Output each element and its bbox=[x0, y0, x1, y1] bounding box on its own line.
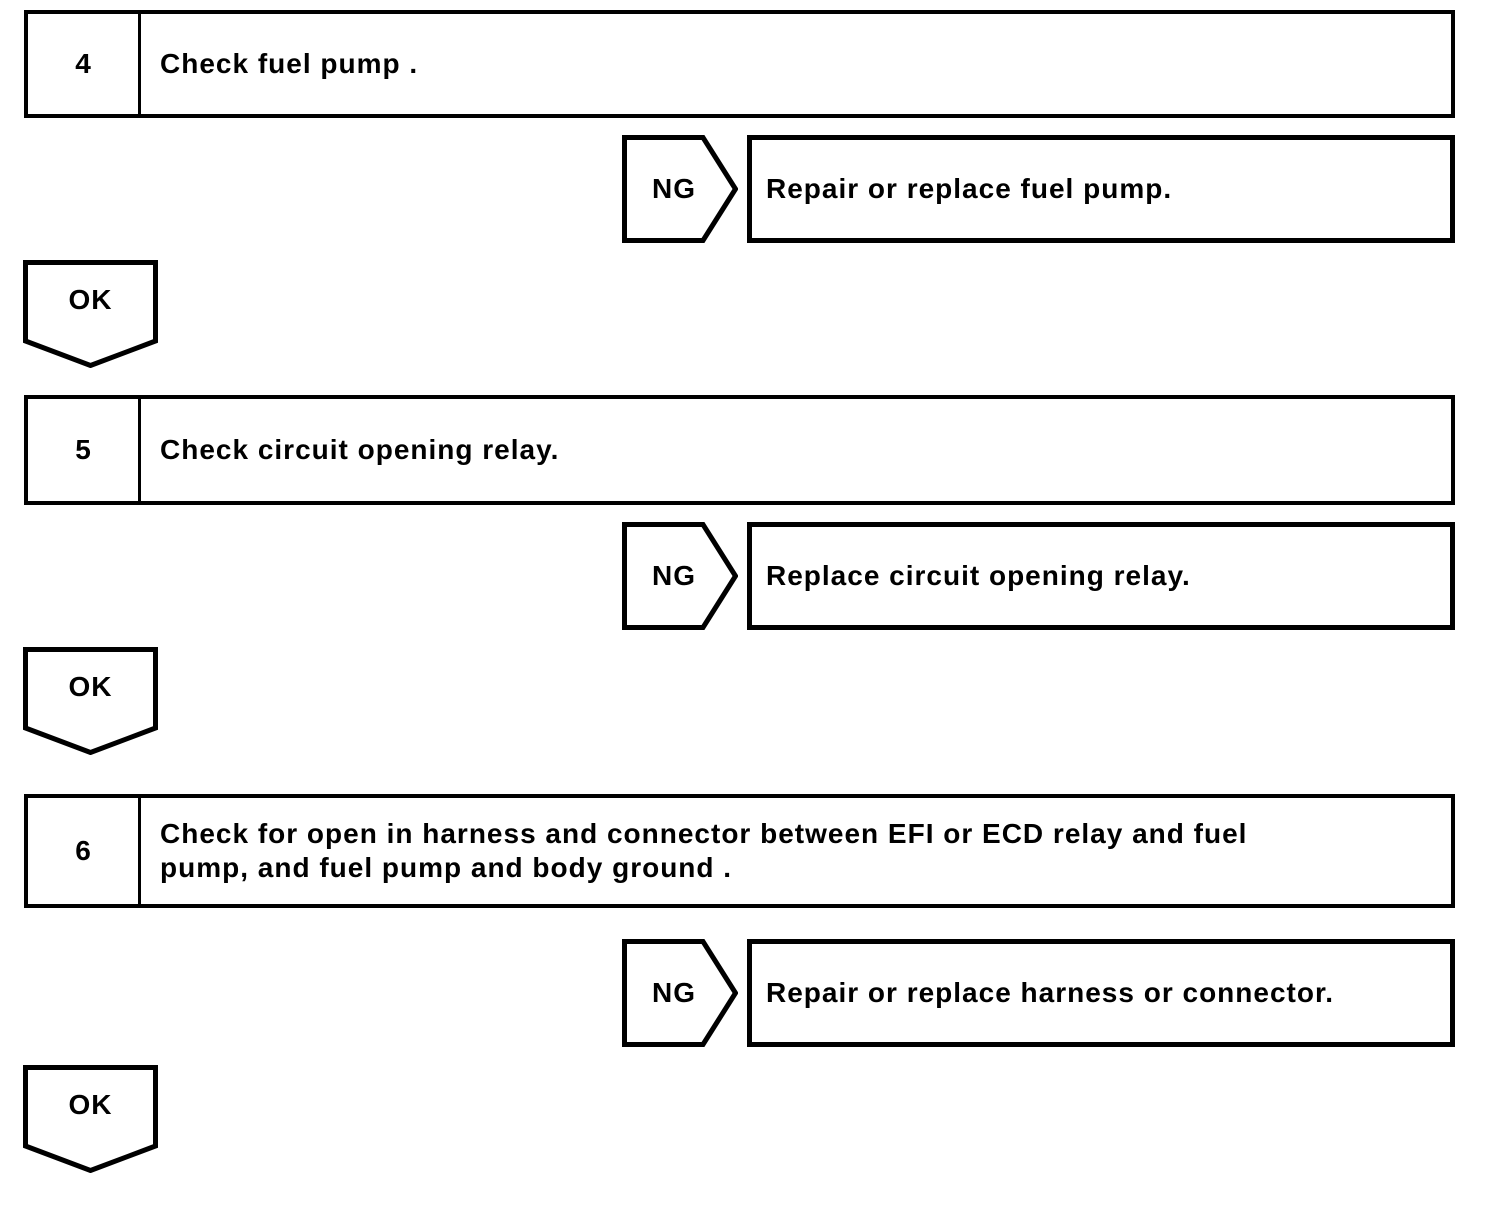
ok-pentagon: OK bbox=[23, 647, 158, 755]
step-box-4: 4 Check fuel pump . bbox=[24, 10, 1455, 118]
ok-pentagon: OK bbox=[23, 1065, 158, 1173]
ng-result-text: Repair or replace harness or connector. bbox=[766, 977, 1335, 1008]
step-number-cell: 4 bbox=[28, 14, 141, 114]
step-number: 4 bbox=[75, 48, 91, 79]
step-number-cell: 6 bbox=[28, 798, 141, 904]
step-instruction: Check for open in harness and connector … bbox=[160, 818, 1248, 883]
ng-result-box: Repair or replace fuel pump. bbox=[747, 135, 1455, 243]
ok-arrow-icon bbox=[23, 1065, 158, 1173]
step-instruction: Check fuel pump . bbox=[160, 48, 419, 79]
ng-result-box: Replace circuit opening relay. bbox=[747, 522, 1455, 630]
ng-result-text: Replace circuit opening relay. bbox=[766, 560, 1191, 591]
step-instruction: Check circuit opening relay. bbox=[160, 434, 560, 465]
ng-arrow-icon bbox=[622, 135, 738, 243]
ng-arrow-icon bbox=[622, 939, 738, 1047]
step-box-6: 6 Check for open in harness and connecto… bbox=[24, 794, 1455, 908]
ng-label: NG bbox=[652, 173, 696, 204]
ok-arrow-icon bbox=[23, 260, 158, 368]
ng-result-text: Repair or replace fuel pump. bbox=[766, 173, 1173, 204]
ng-arrow-icon bbox=[622, 522, 738, 630]
ok-label: OK bbox=[68, 1089, 113, 1120]
ng-label: NG bbox=[652, 560, 696, 591]
step-number-cell: 5 bbox=[28, 399, 141, 501]
ng-pentagon: NG bbox=[622, 939, 738, 1047]
step-box-5: 5 Check circuit opening relay. bbox=[24, 395, 1455, 505]
ok-label: OK bbox=[68, 284, 113, 315]
step-number: 6 bbox=[75, 835, 91, 866]
ng-result-box: Repair or replace harness or connector. bbox=[747, 939, 1455, 1047]
step-number: 5 bbox=[75, 434, 91, 465]
ng-label: NG bbox=[652, 977, 696, 1008]
ng-pentagon: NG bbox=[622, 522, 738, 630]
ok-arrow-icon bbox=[23, 647, 158, 755]
ng-pentagon: NG bbox=[622, 135, 738, 243]
ok-pentagon: OK bbox=[23, 260, 158, 368]
ok-label: OK bbox=[68, 671, 113, 702]
